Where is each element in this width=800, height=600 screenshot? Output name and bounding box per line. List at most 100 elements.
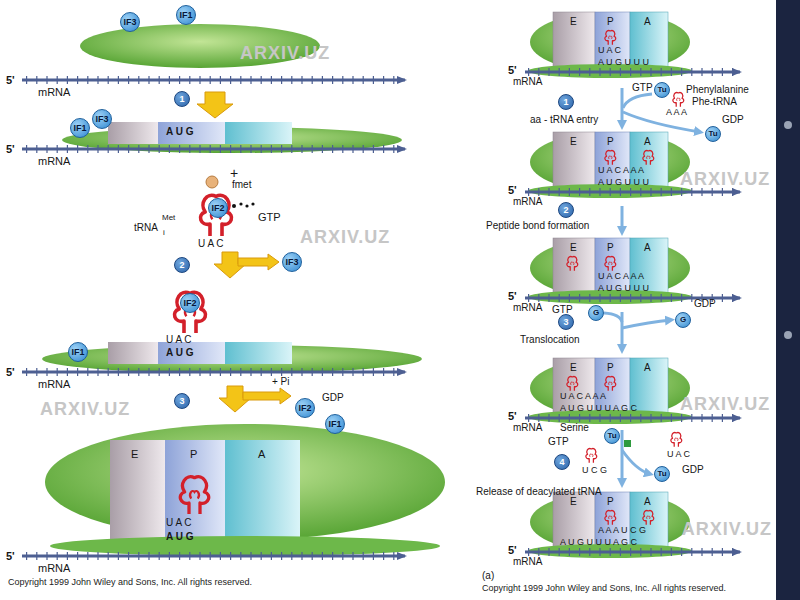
site-name: P <box>190 448 197 460</box>
node-text: Tu <box>607 432 616 440</box>
translation-illustration <box>567 257 578 271</box>
site-name: P <box>607 136 614 147</box>
anticodon: U A C A A A <box>598 166 644 176</box>
callout-number: 3 <box>558 314 574 330</box>
translation-illustration <box>605 511 616 525</box>
initiation-factor: IF3 <box>92 109 112 129</box>
elongation-factor: Tu <box>604 428 620 444</box>
copyright-note: Copyright 1999 John Wiley and Sons, Inc.… <box>8 578 252 588</box>
step-name: Release of deacylated tRNA <box>476 486 602 497</box>
site-name: A <box>644 362 651 373</box>
initiator-trna <box>232 204 236 208</box>
ribosome-70s <box>22 424 445 556</box>
site-name: E <box>570 242 577 253</box>
phosphate: + Pi <box>272 376 290 387</box>
elongation-factor: Tu <box>654 466 670 482</box>
translation-illustration <box>586 449 597 463</box>
step-name: Translocation <box>520 334 580 345</box>
codon: A U G <box>166 347 193 358</box>
superscript: Met <box>162 214 175 223</box>
translation-illustration <box>605 377 616 391</box>
nucleotide-name: GDP <box>694 298 716 309</box>
translation-illustration <box>673 93 684 107</box>
strand-name: mRNA <box>38 155 70 167</box>
flow-arrow <box>623 94 652 108</box>
node-text: IF2 <box>183 299 196 308</box>
anticodon: U C G <box>582 466 607 476</box>
site-name: P <box>607 242 614 253</box>
node-text: Tu <box>657 86 666 94</box>
initiation-factor: IF1 <box>325 414 345 434</box>
nucleotide-name: GDP <box>322 392 344 403</box>
strand-end: 5' <box>6 143 15 155</box>
callout-number: 4 <box>554 454 570 470</box>
amino-acid: Serine <box>560 422 589 433</box>
release-arrow <box>238 254 279 270</box>
node-text: IF1 <box>328 420 341 429</box>
codon-sequence: A U G U U U <box>598 284 649 294</box>
translation-illustration <box>671 433 682 447</box>
subscript: i <box>163 229 165 238</box>
nucleotide-name: GTP <box>258 211 281 223</box>
trna-name: Phe-tRNA <box>692 96 737 107</box>
step-arrow <box>197 92 233 118</box>
watermark: ARXIV.UZ <box>680 395 770 415</box>
anticodon: A A A U C G <box>598 526 646 536</box>
translation-illustration <box>567 377 578 391</box>
node-text: 2 <box>563 206 568 215</box>
nucleotide-name: GTP <box>548 436 569 447</box>
strand-name: mRNA <box>513 556 542 567</box>
strand-name: mRNA <box>38 562 70 574</box>
node-text: IF2 <box>298 404 311 413</box>
node-text: 4 <box>559 458 564 467</box>
initiator-trna <box>245 204 248 207</box>
strand-end: 5' <box>508 544 517 556</box>
mrna-strand <box>22 79 405 82</box>
initiator-trna <box>200 176 254 236</box>
side-stripe <box>776 0 800 600</box>
translation-illustration <box>525 238 740 304</box>
initiator-trna <box>251 202 254 205</box>
initiation-complex <box>158 342 225 364</box>
translation-illustration <box>643 151 654 165</box>
translation-illustration <box>605 257 616 271</box>
callout-number: 2 <box>174 257 190 273</box>
flow-arrow <box>622 320 671 328</box>
initiation-factor: IF1 <box>68 342 88 362</box>
translation-illustration <box>643 511 654 525</box>
callout-number: 3 <box>174 393 190 409</box>
watermark: ARXIV.UZ <box>300 228 390 248</box>
ribosome-70s <box>225 440 300 548</box>
initiation-complex <box>26 368 400 376</box>
stripe-dot <box>784 121 792 129</box>
node-text: G <box>593 309 599 317</box>
initiation-factor: IF2 <box>208 198 228 218</box>
site-name: E <box>570 362 577 373</box>
elongation-factor: Tu <box>654 82 670 98</box>
anticodon: U A C <box>598 46 621 56</box>
initiator-trna <box>200 195 231 236</box>
site-name: E <box>131 448 138 460</box>
codon-sequence: A U G U U U A G C <box>560 538 637 548</box>
anticodon: U A C A A A <box>560 392 606 402</box>
initiation-factor: IF2 <box>295 398 315 418</box>
copyright-note: Copyright 1999 John Wiley and Sons, Inc.… <box>482 584 726 594</box>
release-arrow <box>243 388 291 404</box>
panel-letter: (a) <box>482 570 494 581</box>
strand-end: 5' <box>6 74 15 86</box>
elongation-factor: Tu <box>705 126 721 142</box>
codon-sequence: A U G U U U <box>598 58 649 68</box>
translation-illustration <box>605 151 616 165</box>
anticodon: U A C <box>667 450 690 460</box>
node-text: 1 <box>563 98 568 107</box>
amino-acid: fmet <box>232 179 251 190</box>
nucleotide-name: GDP <box>722 114 744 125</box>
strand-name: mRNA <box>38 86 70 98</box>
node-text: G <box>680 316 686 324</box>
initiation-complex <box>22 371 405 374</box>
codon-sequence: A U G U U U <box>598 178 649 188</box>
anticodon: A A A <box>666 108 687 118</box>
node-text: 2 <box>179 261 184 270</box>
